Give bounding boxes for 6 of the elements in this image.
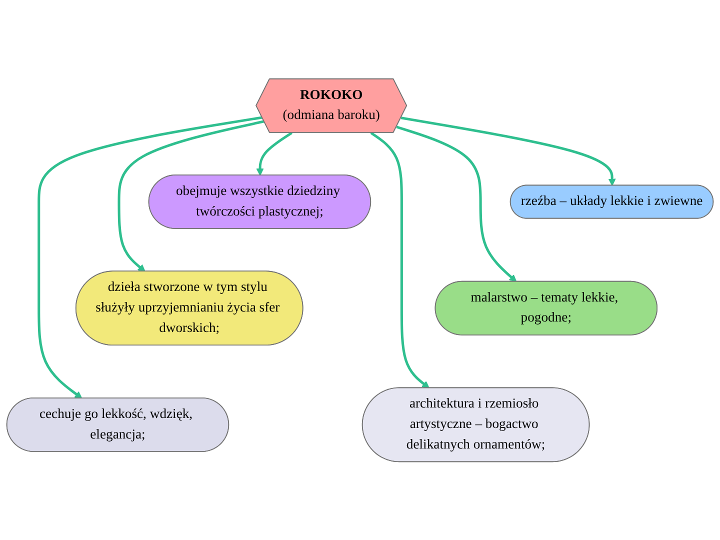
arrow <box>400 116 616 186</box>
arrow <box>38 116 262 398</box>
arrow <box>370 132 430 388</box>
arrow <box>396 125 517 282</box>
arrow <box>256 132 293 176</box>
arrow <box>118 120 264 272</box>
